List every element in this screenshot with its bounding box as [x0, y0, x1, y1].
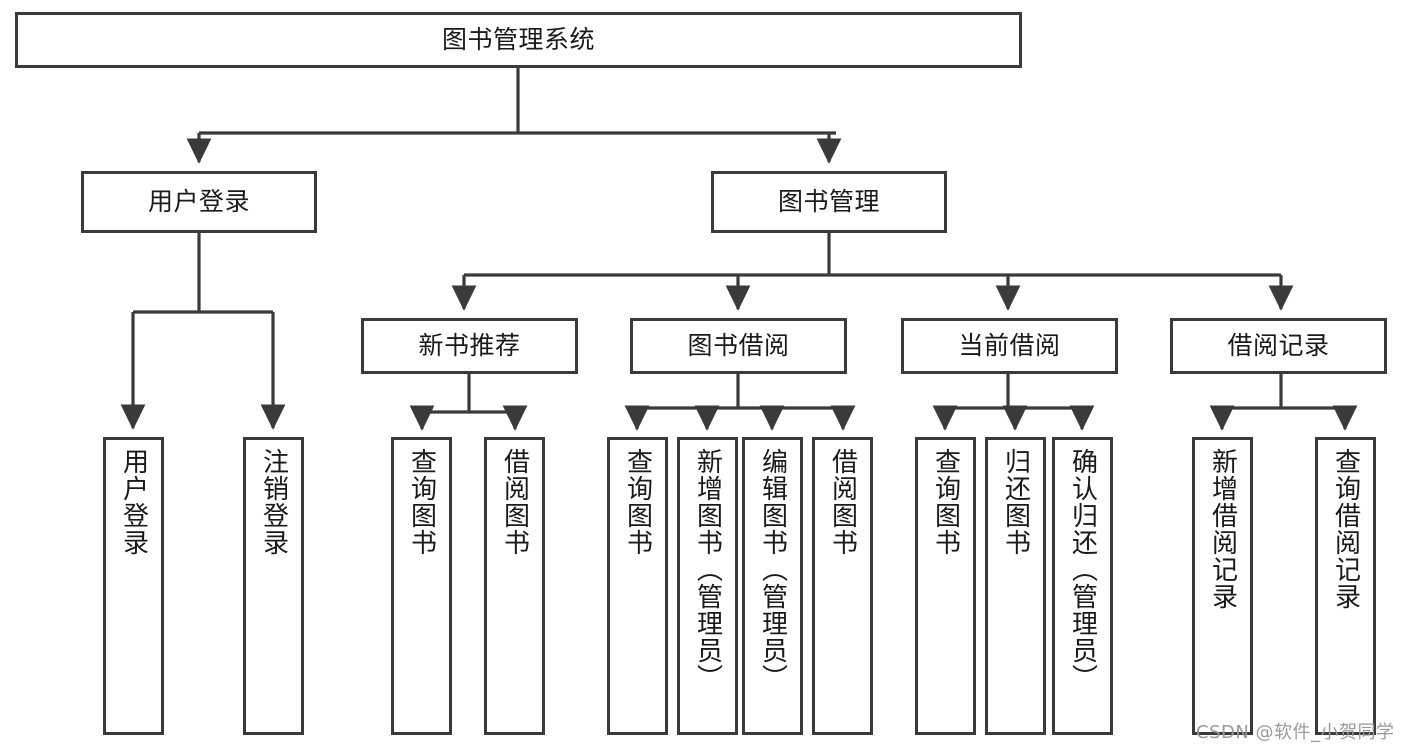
node-leaf-user-logout-label: 注销登录	[258, 448, 289, 556]
node-leaf-user-logout[interactable]: 注销登录	[243, 437, 304, 735]
node-leaf-confirm-return[interactable]: 确认归还（管理员）	[1052, 437, 1113, 735]
node-leaf-user-login[interactable]: 用户登录	[103, 437, 164, 735]
node-leaf-borrow-book-2-label: 借阅图书	[827, 448, 858, 556]
node-current-borrow[interactable]: 当前借阅	[901, 318, 1118, 374]
node-new-book-recommend[interactable]: 新书推荐	[361, 318, 578, 374]
node-leaf-borrow-book-1-label: 借阅图书	[499, 448, 530, 556]
node-leaf-add-record[interactable]: 新增借阅记录	[1192, 437, 1253, 735]
node-leaf-edit-book-label: 编辑图书（管理员）	[757, 448, 788, 691]
node-leaf-edit-book[interactable]: 编辑图书（管理员）	[742, 437, 803, 735]
node-leaf-add-book-label: 新增图书（管理员）	[692, 448, 723, 691]
node-book-borrow-label: 图书借阅	[687, 330, 790, 360]
node-user-login-label: 用户登录	[147, 186, 250, 216]
node-leaf-borrow-book-1[interactable]: 借阅图书	[484, 437, 545, 735]
watermark-text: CSDN @软件_小贺同学	[1196, 722, 1395, 743]
node-root-label: 图书管理系统	[441, 24, 595, 54]
node-leaf-borrow-book-2[interactable]: 借阅图书	[812, 437, 873, 735]
node-book-borrow[interactable]: 图书借阅	[630, 318, 847, 374]
node-leaf-query-book-1-label: 查询图书	[406, 448, 437, 556]
node-leaf-return-book-label: 归还图书	[1000, 448, 1031, 556]
node-leaf-query-record-label: 查询借阅记录	[1330, 448, 1361, 610]
node-leaf-return-book[interactable]: 归还图书	[985, 437, 1046, 735]
node-leaf-query-book-3-label: 查询图书	[930, 448, 961, 556]
node-root[interactable]: 图书管理系统	[15, 12, 1022, 68]
node-borrow-record[interactable]: 借阅记录	[1170, 318, 1387, 374]
node-leaf-add-book[interactable]: 新增图书（管理员）	[677, 437, 738, 735]
node-user-login[interactable]: 用户登录	[81, 171, 317, 233]
node-leaf-query-record[interactable]: 查询借阅记录	[1315, 437, 1376, 735]
node-book-manage[interactable]: 图书管理	[711, 171, 947, 233]
node-leaf-query-book-3[interactable]: 查询图书	[915, 437, 976, 735]
node-leaf-query-book-1[interactable]: 查询图书	[391, 437, 452, 735]
node-borrow-record-label: 借阅记录	[1227, 330, 1330, 360]
node-leaf-user-login-label: 用户登录	[118, 448, 149, 556]
node-new-book-recommend-label: 新书推荐	[418, 330, 521, 360]
node-current-borrow-label: 当前借阅	[958, 330, 1061, 360]
node-book-manage-label: 图书管理	[777, 186, 880, 216]
node-leaf-query-book-2-label: 查询图书	[622, 448, 653, 556]
node-leaf-query-book-2[interactable]: 查询图书	[607, 437, 668, 735]
node-leaf-confirm-return-label: 确认归还（管理员）	[1067, 448, 1098, 691]
node-leaf-add-record-label: 新增借阅记录	[1207, 448, 1238, 610]
